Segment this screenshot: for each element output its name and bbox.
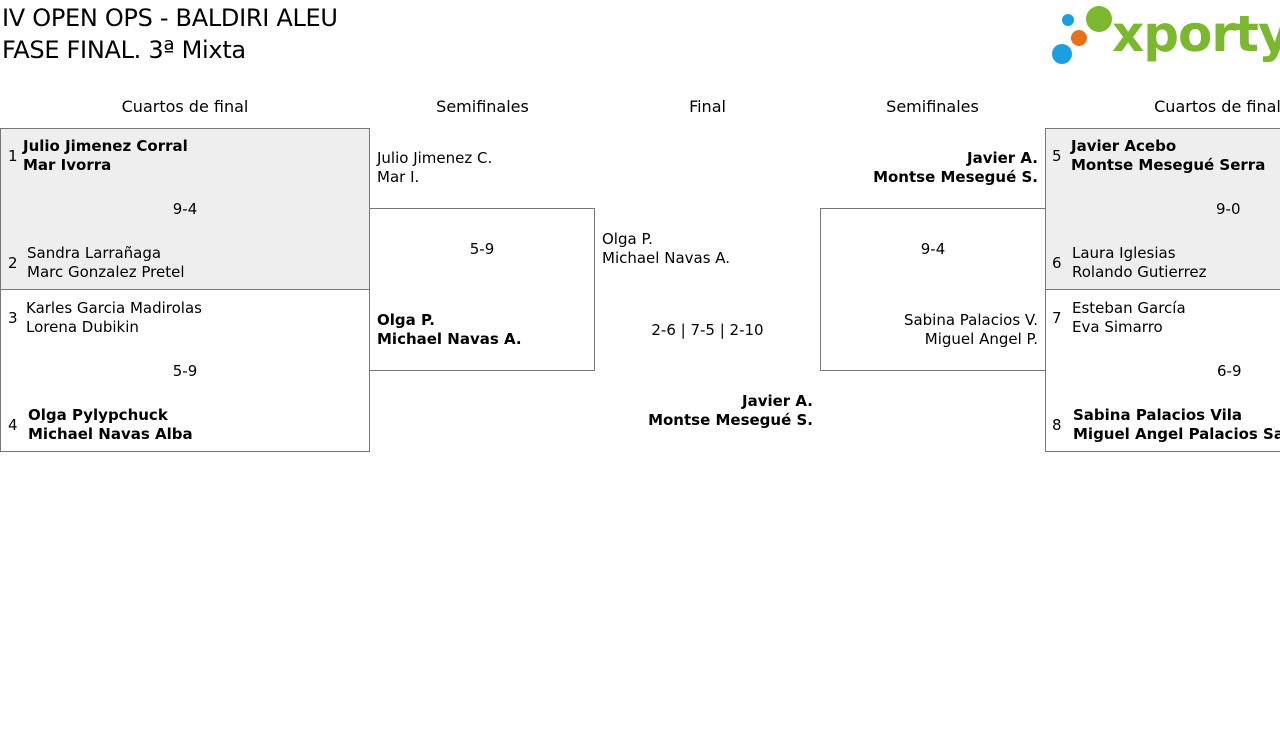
player-name: Miguel Angel P. [924,330,1038,348]
player-name: Michael Navas Alba [28,425,193,443]
seed-number: 1 [8,147,18,165]
left-semi-team-bottom: Olga P. Michael Navas A. [377,311,522,349]
player-name: Javier A. [741,392,813,410]
player-name: Montse Mesegué Serra [1071,156,1266,174]
player-name: Montse Mesegué S. [873,168,1038,186]
left-semi-bracket [369,208,595,371]
round-header-final: Final [689,97,726,116]
left-semi-team-top: Julio Jimenez C. Mar I. [377,149,492,187]
round-header-left-semis: Semifinales [436,97,529,116]
player-name: Rolando Gutierrez [1072,263,1207,281]
player-name: Eva Simarro [1072,318,1163,336]
player-name: Lorena Dubikin [26,318,139,336]
logo-wordmark: xporty [1112,5,1280,63]
player-name: Miguel Angel Palacios Salva [1073,425,1280,443]
player-name: Julio Jimenez Corral [23,137,188,155]
match-score: 9-0 [1216,200,1241,218]
seed-number: 3 [8,309,18,327]
team-top: Javier Acebo Montse Mesegué Serra [1071,137,1265,175]
seed-number: 8 [1052,416,1062,434]
player-name: Olga Pylypchuck [28,406,168,424]
player-name: Javier A. [966,149,1038,167]
left-quarter-match-1: 1 Julio Jimenez Corral Mar Ivorra 9-4 2 … [0,128,370,290]
match-score: 6-9 [1217,362,1242,380]
team-top: Karles Garcia Madirolas Lorena Dubikin [26,299,202,337]
final-score: 2-6 | 7-5 | 2-10 [651,321,764,339]
right-semi-team-top: Javier A. Montse Mesegué S. [820,149,1038,187]
player-name: Karles Garcia Madirolas [26,299,202,317]
team-bottom: Laura Iglesias Rolando Gutierrez [1072,244,1207,282]
player-name: Julio Jimenez C. [377,149,493,167]
final-team-left: Olga P. Michael Navas A. [602,230,730,268]
team-bottom: Sabina Palacios Vila Miguel Angel Palaci… [1073,406,1280,444]
round-header-right-quarters: Cuartos de final [1154,97,1280,116]
player-name: Olga P. [377,311,435,329]
player-name: Michael Navas A. [377,330,522,348]
team-top: Julio Jimenez Corral Mar Ivorra [23,137,188,175]
player-name: Olga P. [602,230,653,248]
right-semi-bracket [820,208,1046,371]
round-header-right-semis: Semifinales [886,97,979,116]
player-name: Sabina Palacios Vila [1073,406,1243,424]
player-name: Mar I. [377,168,420,186]
phase-title: FASE FINAL. 3ª Mixta [2,36,246,64]
team-bottom: Olga Pylypchuck Michael Navas Alba [28,406,193,444]
left-semi-score: 5-9 [469,240,495,258]
player-name: Laura Iglesias [1072,244,1176,262]
player-name: Marc Gonzalez Pretel [27,263,185,281]
seed-number: 4 [8,416,18,434]
seed-number: 5 [1052,147,1062,165]
match-score: 9-4 [172,200,198,218]
right-quarter-match-2: 7 Esteban García Eva Simarro 6-9 8 Sabin… [1045,289,1280,452]
player-name: Esteban García [1072,299,1186,317]
right-semi-team-bottom: Sabina Palacios V. Miguel Angel P. [820,311,1038,349]
player-name: Montse Mesegué S. [648,411,813,429]
final-team-right: Javier A. Montse Mesegué S. [595,392,813,430]
player-name: Michael Navas A. [602,249,731,267]
match-score: 5-9 [172,362,198,380]
round-header-left-quarters: Cuartos de final [121,97,249,116]
player-name: Sandra Larrañaga [27,244,162,262]
logo-dot-blue-small [1062,14,1074,26]
logo-dot-green [1086,6,1112,32]
seed-number: 7 [1052,309,1062,327]
right-semi-score: 9-4 [920,240,946,258]
right-quarter-match-1: 5 Javier Acebo Montse Mesegué Serra 9-0 … [1045,128,1280,290]
logo-dot-orange [1071,30,1087,46]
seed-number: 6 [1052,254,1062,272]
player-name: Mar Ivorra [23,156,112,174]
player-name: Sabina Palacios V. [903,311,1038,329]
team-bottom: Sandra Larrañaga Marc Gonzalez Pretel [27,244,185,282]
logo-dot-blue-large [1052,44,1072,64]
team-top: Esteban García Eva Simarro [1072,299,1186,337]
player-name: Javier Acebo [1071,137,1177,155]
tournament-title: IV OPEN OPS - BALDIRI ALEU [2,4,338,32]
xporty-logo: xporty [1050,4,1280,68]
left-quarter-match-2: 3 Karles Garcia Madirolas Lorena Dubikin… [0,289,370,452]
seed-number: 2 [8,254,18,272]
